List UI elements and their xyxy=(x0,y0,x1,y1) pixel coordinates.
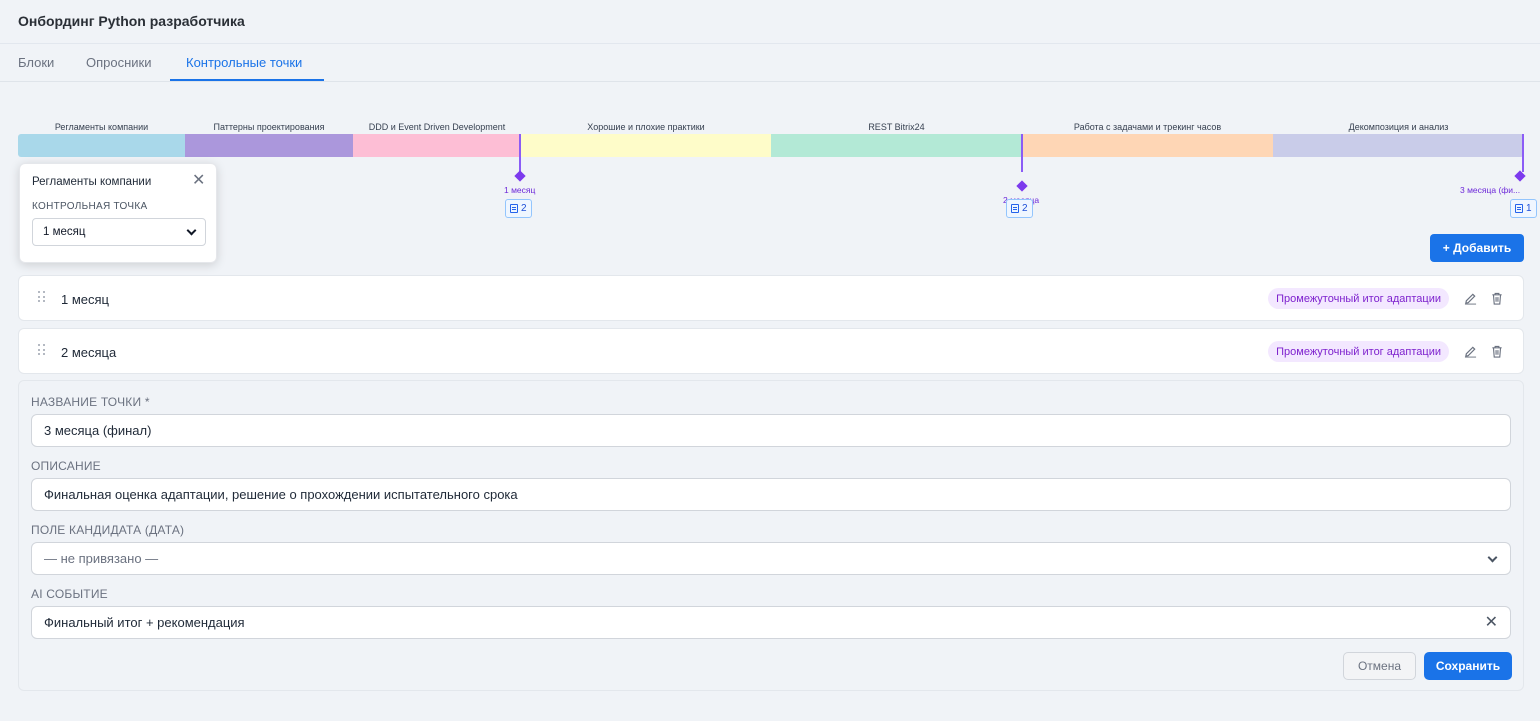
timeline-block-label: Хорошие и плохие практики xyxy=(521,122,771,132)
checkpoint-edit-form: НАЗВАНИЕ ТОЧКИ * 3 месяца (финал) ОПИСАН… xyxy=(18,380,1524,691)
chevron-down-icon xyxy=(1488,553,1498,563)
checkpoint-line xyxy=(519,134,521,172)
checkpoint-name: 2 месяца xyxy=(61,345,116,360)
document-icon xyxy=(510,204,518,213)
ai-event-value: Финальный итог + рекомендация xyxy=(44,615,245,630)
popover-title: Регламенты компании xyxy=(32,176,151,188)
checkpoint-diamond-icon[interactable] xyxy=(1016,180,1027,191)
timeline-block-label: Работа с задачами и трекинг часов xyxy=(1022,122,1273,132)
name-field-label: НАЗВАНИЕ ТОЧКИ * xyxy=(31,395,150,409)
description-value: Финальная оценка адаптации, решение о пр… xyxy=(44,487,518,502)
tab-checkpoints[interactable]: Контрольные точки xyxy=(186,55,302,70)
checkpoint-diamond-icon[interactable] xyxy=(514,170,525,181)
timeline-segment[interactable] xyxy=(1022,134,1273,157)
page-header: Онбординг Python разработчика xyxy=(0,0,1540,44)
edit-icon[interactable] xyxy=(1464,292,1477,305)
candidate-field-value: — не привязано — xyxy=(44,551,158,566)
checkpoint-diamond-icon[interactable] xyxy=(1514,170,1525,181)
checkpoint-name-input[interactable]: 3 месяца (финал) xyxy=(31,414,1511,447)
checkpoint-count-badge[interactable]: 2 xyxy=(1006,199,1033,218)
drag-handle-icon[interactable] xyxy=(38,291,46,303)
timeline-segment[interactable] xyxy=(521,134,771,157)
candidate-field-select[interactable]: — не привязано — xyxy=(31,542,1511,575)
chevron-down-icon xyxy=(187,225,197,235)
document-icon xyxy=(1515,204,1523,213)
trash-icon[interactable] xyxy=(1491,345,1503,358)
timeline-segment[interactable] xyxy=(771,134,1022,157)
checkpoint-label: 3 месяца (фи... xyxy=(1460,185,1540,195)
save-button[interactable]: Сохранить xyxy=(1424,652,1512,680)
edit-icon[interactable] xyxy=(1464,345,1477,358)
cancel-button[interactable]: Отмена xyxy=(1343,652,1416,680)
page-title: Онбординг Python разработчика xyxy=(18,13,245,29)
clear-icon[interactable]: ✕ xyxy=(1485,614,1498,632)
drag-handle-icon[interactable] xyxy=(38,344,46,356)
timeline-segment[interactable] xyxy=(185,134,353,157)
timeline-segment[interactable] xyxy=(353,134,521,157)
description-input[interactable]: Финальная оценка адаптации, решение о пр… xyxy=(31,478,1511,511)
trash-icon[interactable] xyxy=(1491,292,1503,305)
checkpoint-select[interactable]: 1 месяц xyxy=(32,218,206,246)
tab-bar: Блоки Опросники Контрольные точки xyxy=(0,44,1540,82)
ai-event-label: AI СОБЫТИЕ xyxy=(31,587,108,601)
checkpoint-count-badge[interactable]: 1 xyxy=(1510,199,1537,218)
checkpoint-select-value: 1 месяц xyxy=(43,226,85,238)
timeline-block-label: Декомпозиция и анализ xyxy=(1273,122,1524,132)
checkpoint-count: 2 xyxy=(521,203,527,214)
checkpoint-count: 1 xyxy=(1526,203,1532,214)
checkpoint-row[interactable]: 1 месяц Промежуточный итог адаптации xyxy=(18,275,1524,321)
candidate-field-label: ПОЛЕ КАНДИДАТА (ДАТА) xyxy=(31,523,184,537)
tab-questionnaires[interactable]: Опросники xyxy=(86,55,152,70)
timeline-block-label: Паттерны проектирования xyxy=(185,122,353,132)
timeline-block-label: Регламенты компании xyxy=(18,122,185,132)
description-field-label: ОПИСАНИЕ xyxy=(31,459,101,473)
checkpoint-count-badge[interactable]: 2 xyxy=(505,199,532,218)
timeline-block-label: REST Bitrix24 xyxy=(771,122,1022,132)
timeline-segment[interactable] xyxy=(1273,134,1524,157)
close-icon[interactable]: ✕ xyxy=(192,173,205,189)
popover-field-label: КОНТРОЛЬНАЯ ТОЧКА xyxy=(32,201,147,212)
timeline-block-label: DDD и Event Driven Development xyxy=(353,122,521,132)
checkpoint-type-badge: Промежуточный итог адаптации xyxy=(1268,341,1449,362)
checkpoint-count: 2 xyxy=(1022,203,1028,214)
checkpoint-label: 1 месяц xyxy=(504,185,535,195)
checkpoint-line xyxy=(1021,134,1023,172)
tab-blocks[interactable]: Блоки xyxy=(18,55,54,70)
block-checkpoint-popover: Регламенты компании ✕ КОНТРОЛЬНАЯ ТОЧКА … xyxy=(19,163,217,263)
checkpoint-name-value: 3 месяца (финал) xyxy=(44,423,151,438)
checkpoint-type-badge: Промежуточный итог адаптации xyxy=(1268,288,1449,309)
timeline-segment[interactable] xyxy=(18,134,185,157)
add-checkpoint-button[interactable]: + Добавить xyxy=(1430,234,1524,262)
ai-event-select[interactable]: Финальный итог + рекомендация ✕ xyxy=(31,606,1511,639)
checkpoint-line xyxy=(1522,134,1524,172)
document-icon xyxy=(1011,204,1019,213)
active-tab-indicator xyxy=(170,79,324,81)
checkpoint-row[interactable]: 2 месяца Промежуточный итог адаптации xyxy=(18,328,1524,374)
checkpoint-name: 1 месяц xyxy=(61,292,109,307)
